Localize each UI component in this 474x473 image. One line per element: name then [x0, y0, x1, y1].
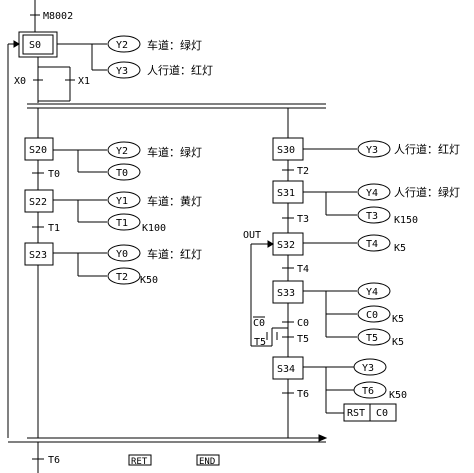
s33-t5-coil — [357, 328, 391, 346]
s34-y3-coil — [353, 358, 387, 376]
s0-y2-coil — [107, 35, 141, 53]
s23-box — [24, 242, 54, 266]
s23-y0-label: Y0 — [116, 249, 128, 260]
bottom-t6-label: T6 — [48, 455, 60, 466]
s22-y1-label: Y1 — [116, 196, 128, 207]
t3-transition-label: T3 — [297, 214, 309, 225]
s22-t1-label: T1 — [116, 218, 128, 229]
t6-transition-label: T6 — [297, 389, 309, 400]
s34-t6-label: T6 — [362, 386, 374, 397]
s22-note: 车道：黄灯 — [147, 194, 202, 208]
s0-note-2: 人行道：红灯 — [147, 63, 213, 77]
s34-k: K50 — [389, 390, 407, 401]
t2-transition-label: T2 — [297, 166, 309, 177]
s33-y4-label: Y4 — [366, 287, 378, 298]
s33-k-t5: K5 — [392, 337, 404, 348]
rst-target-label: C0 — [376, 408, 388, 419]
s33-c0-label: C0 — [366, 310, 378, 321]
merge-arrowhead — [318, 434, 328, 442]
t4-transition-label: T4 — [297, 264, 309, 275]
t5-transition-label: T5 — [297, 334, 309, 345]
s0-entry-arrow — [13, 40, 20, 48]
s23-y0-coil — [107, 244, 141, 262]
t1-transition-label: T1 — [48, 223, 60, 234]
s33-label: S33 — [277, 288, 295, 299]
end-box — [196, 454, 220, 466]
s22-label: S22 — [29, 197, 47, 208]
s20-label: S20 — [29, 145, 47, 156]
x0-label: X0 — [14, 76, 26, 87]
s22-k: K100 — [142, 223, 166, 234]
s20-y2-label: Y2 — [116, 146, 128, 157]
s33-k-c0: K5 — [392, 314, 404, 325]
s23-k: K50 — [140, 275, 158, 286]
s33-y4-coil — [357, 282, 391, 300]
s32-label: S32 — [277, 240, 295, 251]
s34-t6-coil — [353, 381, 387, 399]
s31-label: S31 — [277, 188, 295, 199]
s33-t5-label: T5 — [366, 333, 378, 344]
s31-k: K150 — [394, 215, 418, 226]
t5-loop-label: T5 — [254, 337, 266, 348]
s0-y2-label: Y2 — [116, 40, 128, 51]
s31-t3-label: T3 — [366, 211, 378, 222]
s20-box — [24, 137, 54, 161]
s30-label: S30 — [277, 145, 295, 156]
s0-label: S0 — [29, 40, 41, 51]
s0-y3-coil — [107, 61, 141, 79]
t0-transition-label: T0 — [48, 169, 60, 180]
end-label: END — [199, 457, 215, 467]
s0-note-1: 车道：绿灯 — [147, 38, 202, 52]
s34-label: S34 — [277, 364, 295, 375]
s31-y4-label: Y4 — [366, 188, 378, 199]
s32-t4-label: T4 — [366, 239, 378, 250]
ret-box — [128, 454, 152, 466]
s20-t0-label: T0 — [116, 168, 128, 179]
s33-c0-coil — [357, 305, 391, 323]
c0-transition-label: C0 — [297, 318, 309, 329]
s22-y1-coil — [107, 191, 141, 209]
rst-target-box — [369, 403, 397, 422]
s0-y3-label: Y3 — [116, 66, 128, 77]
s22-t1-coil — [107, 213, 141, 231]
s20-y2-coil — [107, 141, 141, 159]
s23-label: S23 — [29, 250, 47, 261]
ret-label: RET — [131, 457, 148, 467]
s31-note: 人行道：绿灯 — [394, 185, 460, 199]
s30-y3-coil — [357, 140, 391, 158]
s23-note: 车道：红灯 — [147, 247, 202, 261]
s32-k: K5 — [394, 243, 406, 254]
out-label: OUT — [243, 230, 261, 241]
s22-box — [24, 189, 54, 213]
s32-t4-coil — [357, 234, 391, 252]
s20-note: 车道：绿灯 — [147, 145, 202, 159]
rst-label: RST — [347, 408, 365, 419]
s31-t3-coil — [357, 206, 391, 224]
s23-t2-label: T2 — [116, 272, 128, 283]
s23-t2-coil — [107, 267, 141, 285]
s0-inner-box — [22, 34, 54, 55]
m8002-label: M8002 — [43, 11, 73, 22]
s30-y3-label: Y3 — [366, 145, 378, 156]
out-loop-arrowhead — [267, 240, 274, 248]
s34-y3-label: Y3 — [362, 363, 374, 374]
s20-t0-coil — [107, 163, 141, 181]
x1-label: X1 — [78, 76, 90, 87]
s30-note: 人行道：红灯 — [394, 142, 460, 156]
c0-bar-label: C0 — [253, 318, 265, 329]
s31-y4-coil — [357, 183, 391, 201]
